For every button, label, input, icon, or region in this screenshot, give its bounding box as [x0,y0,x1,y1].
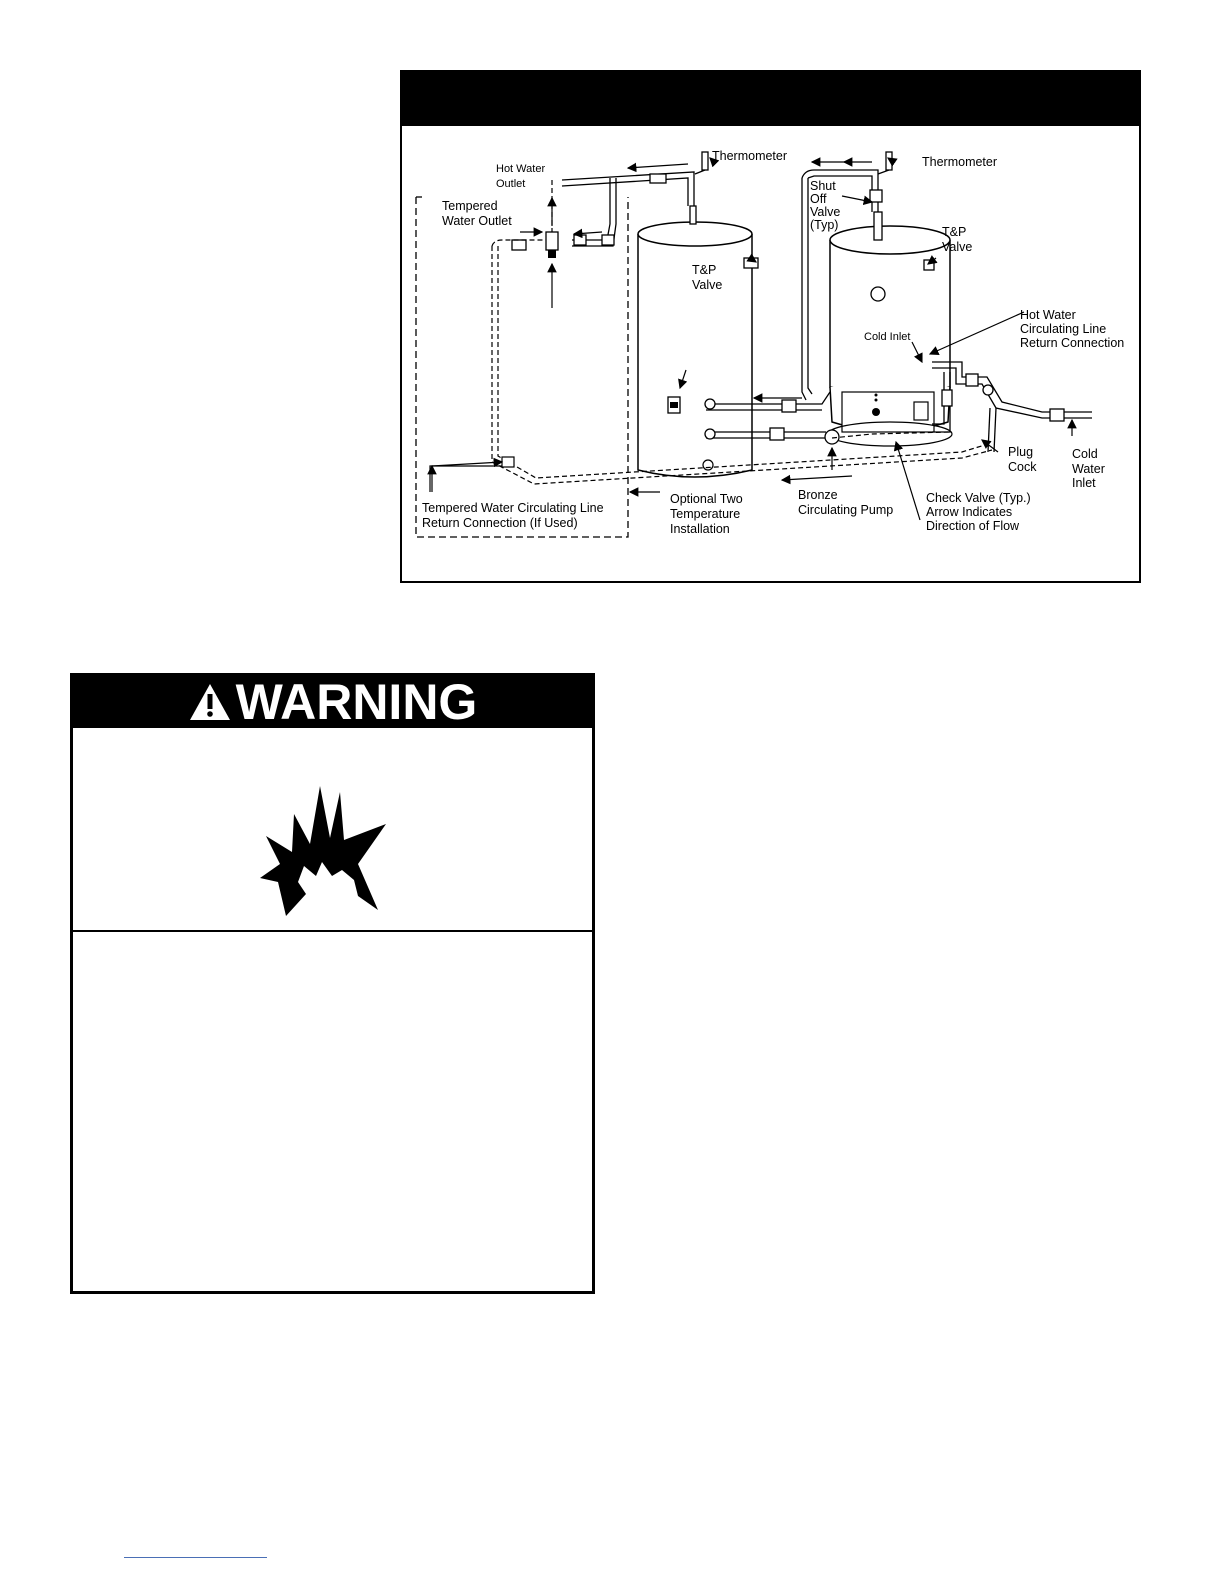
diagram-labels: Thermometer Thermometer Hot Water Outlet… [422,149,1124,536]
label-tp-valve-left: T&P [692,263,716,277]
svg-text:Outlet: Outlet [496,178,525,190]
label-cold-inlet: Cold Inlet [864,331,910,343]
explosion-icon [260,786,386,916]
svg-text:Cock: Cock [1008,460,1037,474]
svg-text:Direction of Flow: Direction of Flow [926,519,1020,533]
piping-diagram: Thermometer Thermometer Hot Water Outlet… [415,149,1124,538]
label-plug-cock: Plug [1008,445,1033,459]
flow-arrows [427,157,1077,521]
svg-text:Return Connection: Return Connection [1020,336,1124,350]
label-thermometer-right: Thermometer [922,155,997,169]
svg-text:Valve: Valve [692,278,722,292]
warning-triangle-icon [189,684,230,720]
label-tempered-water-outlet: Tempered [442,199,498,213]
optional-boundary [415,197,629,538]
label-hot-water-outlet: Hot Water [496,163,545,175]
svg-text:(Typ): (Typ) [810,218,838,232]
footer-rule [124,1557,267,1558]
label-hot-water-circulating: Hot Water [1020,308,1076,322]
svg-text:Valve: Valve [810,205,840,219]
warning-divider [73,930,592,932]
label-shut-off-valve: Shut [810,179,836,193]
svg-text:Water Outlet: Water Outlet [442,214,512,228]
svg-text:Valve: Valve [942,240,972,254]
label-cold-water-inlet: Cold [1072,447,1098,461]
piping-diagram-figure: Thermometer Thermometer Hot Water Outlet… [400,70,1141,583]
warning-panel: WARNING [70,673,595,1294]
svg-text:Circulating Line: Circulating Line [1020,322,1106,336]
svg-text:Temperature: Temperature [670,507,740,521]
svg-text:Water: Water [1072,462,1105,476]
storage-tank-left [637,205,759,478]
label-optional-two-temp: Optional Two [670,492,743,506]
label-bronze-pump: Bronze [798,488,838,502]
water-heater-right [827,211,953,447]
label-thermometer-left: Thermometer [712,149,787,163]
svg-text:Circulating Pump: Circulating Pump [798,503,893,517]
warning-title: WARNING [235,674,478,730]
svg-text:Return Connection (If Used): Return Connection (If Used) [422,516,578,530]
hot-water-piping [511,151,1092,453]
figure-header-bar [402,72,1139,126]
svg-text:Arrow Indicates: Arrow Indicates [926,505,1012,519]
label-tempered-circulating: Tempered Water Circulating Line [422,501,604,515]
label-tp-valve-right: T&P [942,225,966,239]
label-check-valve: Check Valve (Typ.) [926,491,1031,505]
svg-text:Inlet: Inlet [1072,476,1096,490]
svg-text:Installation: Installation [670,522,730,536]
warning-header: WARNING [73,676,592,728]
svg-text:Off: Off [810,192,827,206]
